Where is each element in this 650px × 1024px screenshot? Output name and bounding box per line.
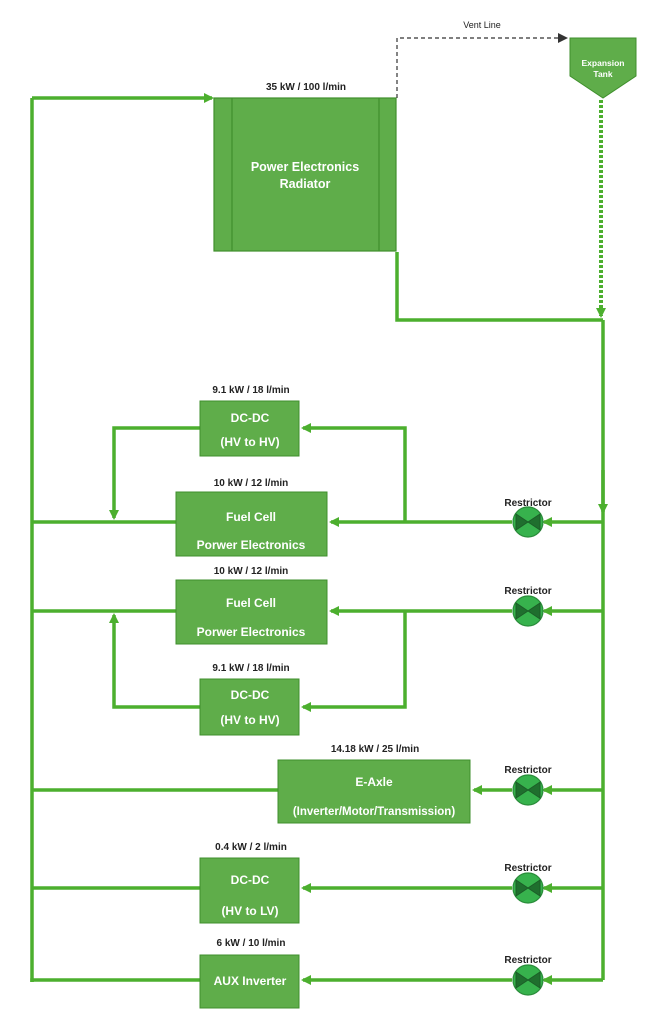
eaxle-label-line1: E-Axle [355, 775, 393, 789]
fc2-label-line2: Porwer Electronics [197, 625, 306, 639]
restrictor-3-label: Restrictor [504, 765, 551, 776]
dcdc-mid-feed-pipe [301, 611, 407, 712]
radiator: 35 kW / 100 l/min Power Electronics Radi… [213, 82, 397, 252]
dcdc-top-return-pipe [109, 426, 200, 520]
dcdc-top-rating: 9.1 kW / 18 l/min [212, 385, 289, 396]
dcdc-mid-return-pipe [109, 613, 200, 709]
tank-label-line2: Tank [593, 69, 612, 79]
fc2-rating: 10 kW / 12 l/min [214, 566, 288, 577]
dcdc-top-label-line1: DC-DC [231, 411, 270, 425]
restrictor-4-label: Restrictor [504, 863, 551, 874]
tank-label-line1: Expansion [582, 58, 625, 68]
restrictor-5-label: Restrictor [504, 955, 551, 966]
restrictor-valve-5: Restrictor [504, 955, 552, 996]
dcdc-mid-box: 9.1 kW / 18 l/min DC-DC (HV to HV) [199, 663, 300, 736]
restrictor-2-label: Restrictor [504, 586, 551, 597]
radiator-label-line2: Radiator [280, 177, 331, 191]
restrictor-valve-1: Restrictor [504, 498, 552, 538]
restrictor-1-label: Restrictor [504, 498, 551, 509]
fc1-rating: 10 kW / 12 l/min [214, 478, 288, 489]
fc1-label-line2: Porwer Electronics [197, 538, 306, 552]
dcdc-mid-label-line2: (HV to HV) [220, 713, 279, 727]
radiator-label-line1: Power Electronics [251, 160, 359, 174]
aux-label-line1: AUX Inverter [214, 974, 287, 988]
radiator-outlet-pipe [395, 252, 603, 322]
dcdc-mid-label-line1: DC-DC [231, 688, 270, 702]
vent-line [396, 33, 568, 98]
aux-rating: 6 kW / 10 l/min [217, 938, 286, 949]
dcdc-lv-rating: 0.4 kW / 2 l/min [215, 842, 287, 853]
aux-inverter-box: 6 kW / 10 l/min AUX Inverter [199, 938, 300, 1009]
dcdc-top-label-line2: (HV to HV) [220, 435, 279, 449]
fc1-label-line1: Fuel Cell [226, 510, 276, 524]
eaxle-rating: 14.18 kW / 25 l/min [331, 744, 419, 755]
dcdc-top-box: 9.1 kW / 18 l/min DC-DC (HV to HV) [199, 385, 300, 457]
restrictor-valve-2: Restrictor [504, 586, 552, 627]
dcdc-mid-rating: 9.1 kW / 18 l/min [212, 663, 289, 674]
aux-return-pipe [30, 978, 200, 982]
radiator-rating: 35 kW / 100 l/min [266, 82, 346, 93]
fuel-cell-2-box: 10 kW / 12 l/min Fuel Cell Porwer Electr… [175, 566, 328, 645]
fuel-cell-1-box: 10 kW / 12 l/min Fuel Cell Porwer Electr… [175, 478, 328, 557]
restrictor-valve-3: Restrictor [504, 765, 552, 806]
e-axle-box: 14.18 kW / 25 l/min E-Axle (Inverter/Mot… [277, 744, 471, 824]
fc2-label-line1: Fuel Cell [226, 596, 276, 610]
eaxle-label-line2: (Inverter/Motor/Transmission) [293, 806, 455, 818]
pipes [30, 93, 608, 985]
dcdc-lv-label-line1: DC-DC [231, 873, 270, 887]
dcdc-lv-box: 0.4 kW / 2 l/min DC-DC (HV to LV) [199, 842, 300, 924]
dcdc-top-feed-pipe [301, 423, 407, 522]
expansion-tank: Expansion Tank [569, 37, 637, 99]
restrictor-valve-4: Restrictor [504, 863, 552, 904]
vent-line-label: Vent Line [463, 20, 501, 30]
dcdc-lv-label-line2: (HV to LV) [221, 904, 278, 918]
